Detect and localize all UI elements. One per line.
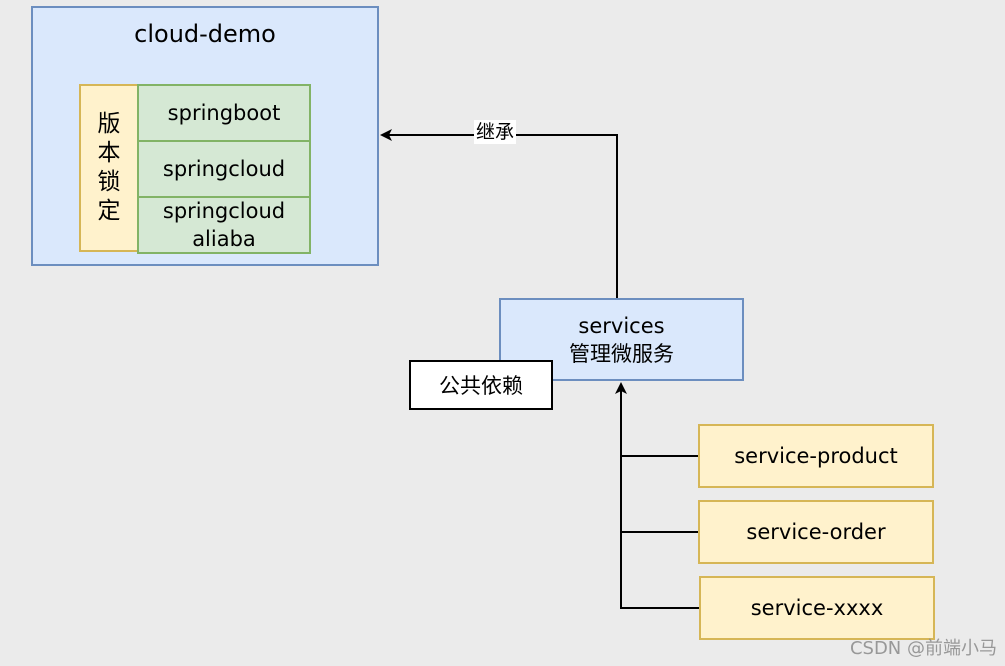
springcloud-alibaba-box: springcloud aliaba (137, 196, 311, 254)
version-lock-label: 版本锁定 (97, 111, 121, 224)
springcloud-box: springcloud (137, 140, 311, 198)
common-deps-box: 公共依赖 (409, 360, 553, 410)
springboot-box: springboot (137, 84, 311, 142)
inherit-edge (380, 129, 618, 298)
services-subtitle: 管理微服务 (569, 341, 674, 366)
services-title: services (578, 313, 665, 338)
service-product-box: service-product (698, 424, 934, 488)
module-edge-xxxx (615, 382, 699, 609)
service-order-box: service-order (698, 500, 934, 564)
inherit-label: 继承 (474, 120, 517, 144)
watermark: CSDN @前端小马 (849, 638, 997, 659)
services-box: services 管理微服务 (499, 298, 744, 381)
cloud-demo-title: cloud-demo (134, 20, 276, 48)
version-lock-box: 版本锁定 (79, 84, 139, 252)
service-xxxx-box: service-xxxx (699, 576, 935, 640)
